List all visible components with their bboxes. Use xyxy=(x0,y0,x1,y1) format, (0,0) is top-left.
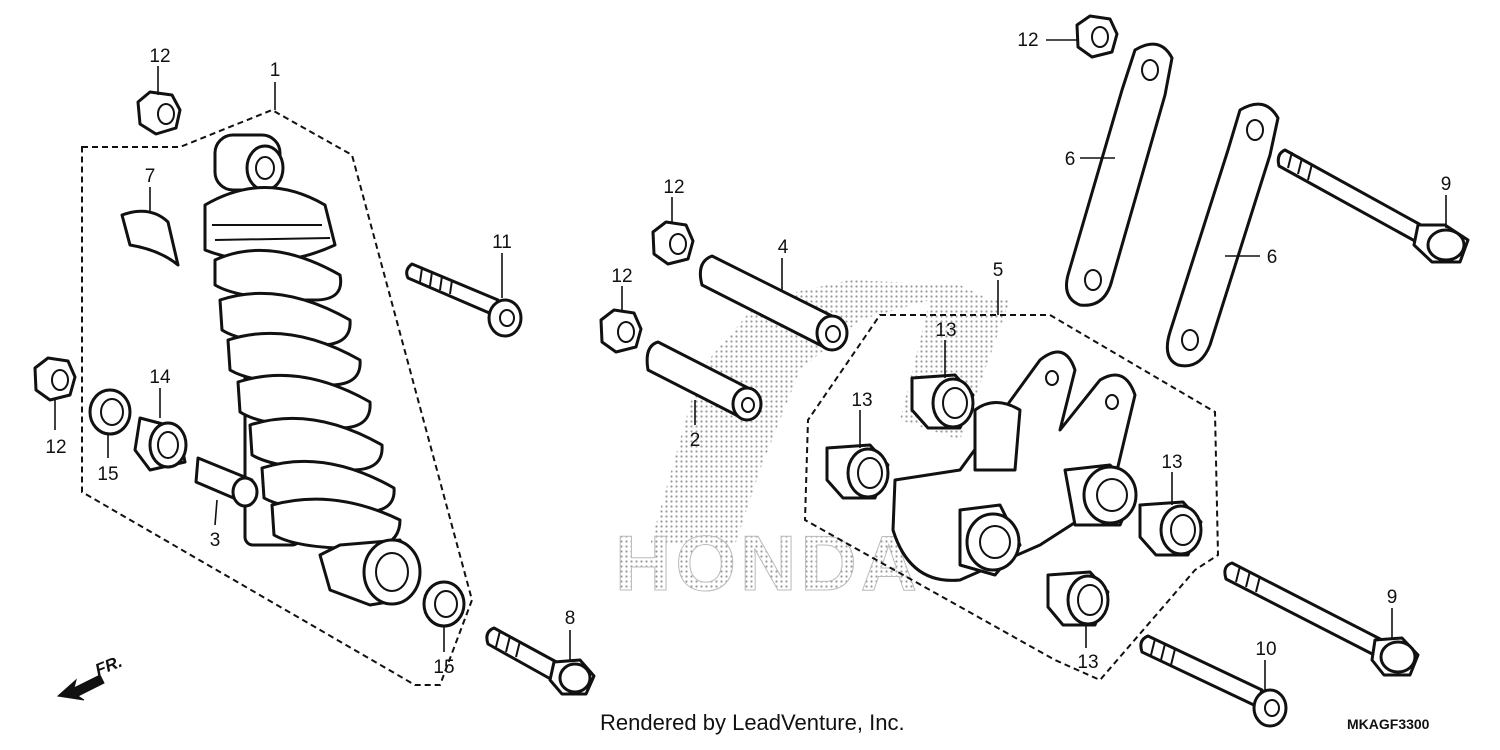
callout-12-c: 12 xyxy=(663,177,684,198)
callout-15-b: 15 xyxy=(433,657,454,678)
callout-12-e: 12 xyxy=(1017,30,1038,51)
callout-6-a: 6 xyxy=(1065,149,1076,170)
callouts: 1 12 7 12 14 15 3 15 8 11 12 12 4 2 5 13… xyxy=(45,30,1451,678)
part-11-bolt xyxy=(405,262,523,338)
part-8-bolt xyxy=(485,626,596,696)
part-9-bolt-upper xyxy=(1276,148,1470,264)
callout-9-b: 9 xyxy=(1387,587,1398,608)
callout-1: 1 xyxy=(270,60,281,81)
callout-2: 2 xyxy=(690,430,701,451)
callout-13-b: 13 xyxy=(851,390,872,411)
part-13-bearing-d xyxy=(1046,570,1110,627)
callout-6-b: 6 xyxy=(1267,247,1278,268)
callout-15-a: 15 xyxy=(97,464,118,485)
leader-lines xyxy=(54,39,1447,690)
part-2-collar xyxy=(645,340,763,422)
part-14-bearing xyxy=(133,416,188,472)
part-3-collar xyxy=(194,456,259,508)
part-15-collar-lower xyxy=(422,580,466,628)
part-6-link-a xyxy=(1065,42,1174,307)
callout-10: 10 xyxy=(1255,639,1276,660)
part-5-cushion-arm xyxy=(891,350,1138,582)
front-direction-indicator: FR. xyxy=(56,652,125,701)
part-1-shock-absorber xyxy=(203,133,422,607)
callout-8: 8 xyxy=(565,608,576,629)
diagram-code: MKAGF3300 xyxy=(1347,716,1430,732)
part-13-bearing-a xyxy=(910,373,975,430)
callout-7: 7 xyxy=(145,166,156,187)
callout-4: 4 xyxy=(778,237,789,258)
callout-13-a: 13 xyxy=(935,320,956,341)
part-12-nut-c xyxy=(651,220,695,266)
render-credit: Rendered by LeadVenture, Inc. xyxy=(600,710,905,735)
part-4-collar xyxy=(698,254,849,352)
part-13-bearing-c xyxy=(1138,500,1203,557)
part-6-link-b xyxy=(1165,102,1280,368)
callout-13-d: 13 xyxy=(1077,652,1098,673)
callout-9-a: 9 xyxy=(1441,174,1452,195)
part-10-bolt xyxy=(1139,634,1288,728)
part-7-label xyxy=(120,209,180,267)
part-9-bolt-lower xyxy=(1223,561,1420,677)
front-label: FR. xyxy=(92,652,125,680)
honda-watermark: HONDA xyxy=(615,280,1010,608)
callout-14: 14 xyxy=(149,367,171,388)
part-12-nut-d xyxy=(599,308,643,354)
part-12-nut-e xyxy=(1075,14,1119,59)
callout-5: 5 xyxy=(993,260,1004,281)
part-15-collar-upper xyxy=(88,388,132,436)
shock-spring xyxy=(213,248,402,550)
shock-assembly-outline xyxy=(81,108,474,686)
callout-13-c: 13 xyxy=(1161,452,1182,473)
front-arrow-icon xyxy=(56,674,105,701)
part-12-nut-a xyxy=(136,90,182,136)
callout-11: 11 xyxy=(492,232,512,253)
callout-3: 3 xyxy=(210,530,221,551)
callout-12-b: 12 xyxy=(45,437,66,458)
callout-12-a: 12 xyxy=(149,46,170,67)
callout-12-d: 12 xyxy=(611,266,632,287)
part-13-bearing-b xyxy=(825,443,890,500)
link-assembly-outline xyxy=(803,314,1220,682)
watermark-text: HONDA xyxy=(615,519,921,607)
part-12-nut-b xyxy=(33,356,77,402)
